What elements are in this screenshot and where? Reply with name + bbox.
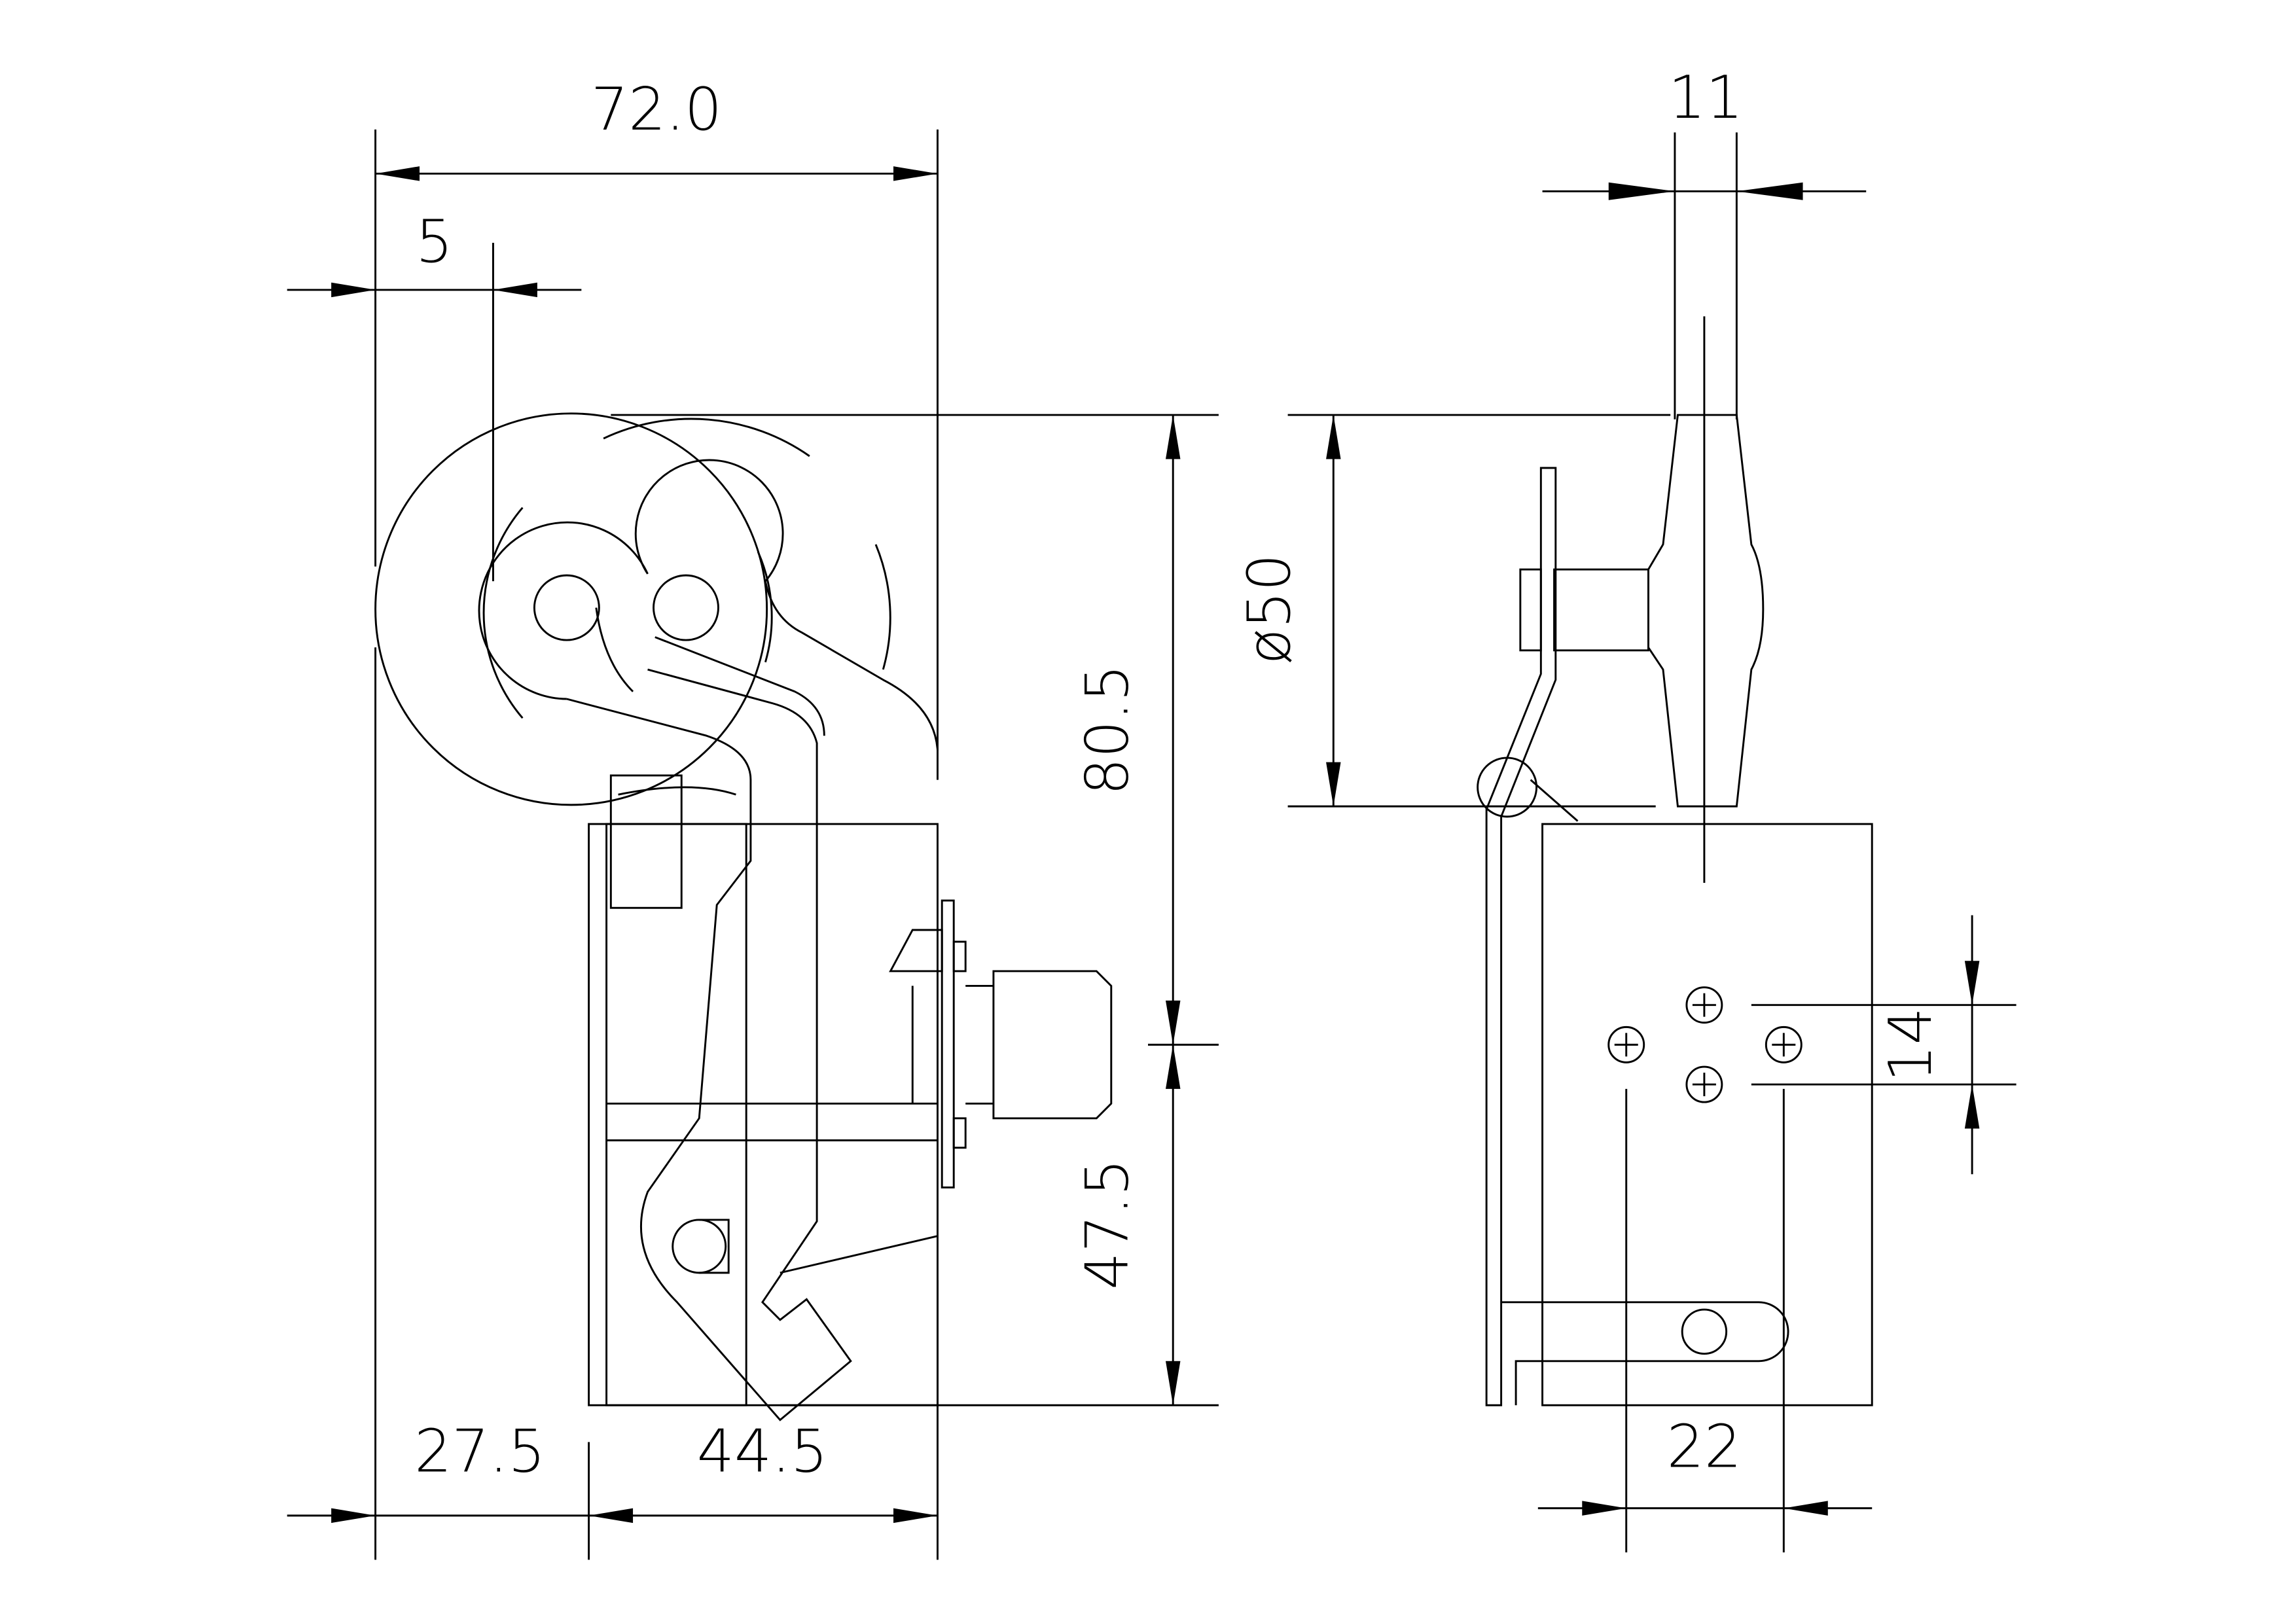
dim-label-22: 22 — [1667, 1414, 1742, 1482]
plunger — [889, 899, 1113, 1188]
switch-housing-side — [1501, 823, 1873, 1406]
dim-label-47-5: 47.5 — [1074, 1159, 1142, 1290]
switch-housing — [566, 668, 939, 1421]
screw-icon — [1685, 1065, 1723, 1103]
roller-wheel — [374, 412, 939, 806]
dimension-14: 14 — [1877, 915, 1980, 1175]
dimension-22: 22 — [1537, 1414, 1873, 1516]
screw-icon — [1765, 1026, 1803, 1063]
screw-icon — [1685, 986, 1723, 1024]
dim-label-14: 14 — [1877, 1007, 1945, 1082]
roller-wheel-side — [1477, 316, 1765, 1406]
side-view: 11 ø50 14 22 — [1236, 64, 2017, 1553]
dimension-5: 5 — [287, 208, 582, 298]
dim-label-50: ø50 — [1236, 554, 1304, 664]
dim-label-72: 72.0 — [591, 76, 722, 144]
screw-icon — [1607, 1026, 1645, 1063]
front-view: 72.0 5 80.5 47.5 27.5 44.5 — [287, 76, 1219, 1560]
dimension-diameter-50: ø50 — [1236, 415, 1341, 807]
mounting-screws — [1607, 986, 1803, 1103]
dimension-72: 72.0 — [375, 76, 938, 181]
dim-label-11: 11 — [1668, 64, 1743, 132]
dim-label-44-5: 44.5 — [697, 1418, 828, 1486]
dimension-vertical: 80.5 47.5 — [1074, 415, 1181, 1406]
dimension-11: 11 — [1542, 64, 1867, 200]
dim-label-5: 5 — [416, 208, 453, 276]
dim-label-80-5: 80.5 — [1074, 664, 1142, 795]
dim-label-27-5: 27.5 — [414, 1418, 545, 1486]
dimension-bottom: 27.5 44.5 — [287, 1418, 938, 1524]
